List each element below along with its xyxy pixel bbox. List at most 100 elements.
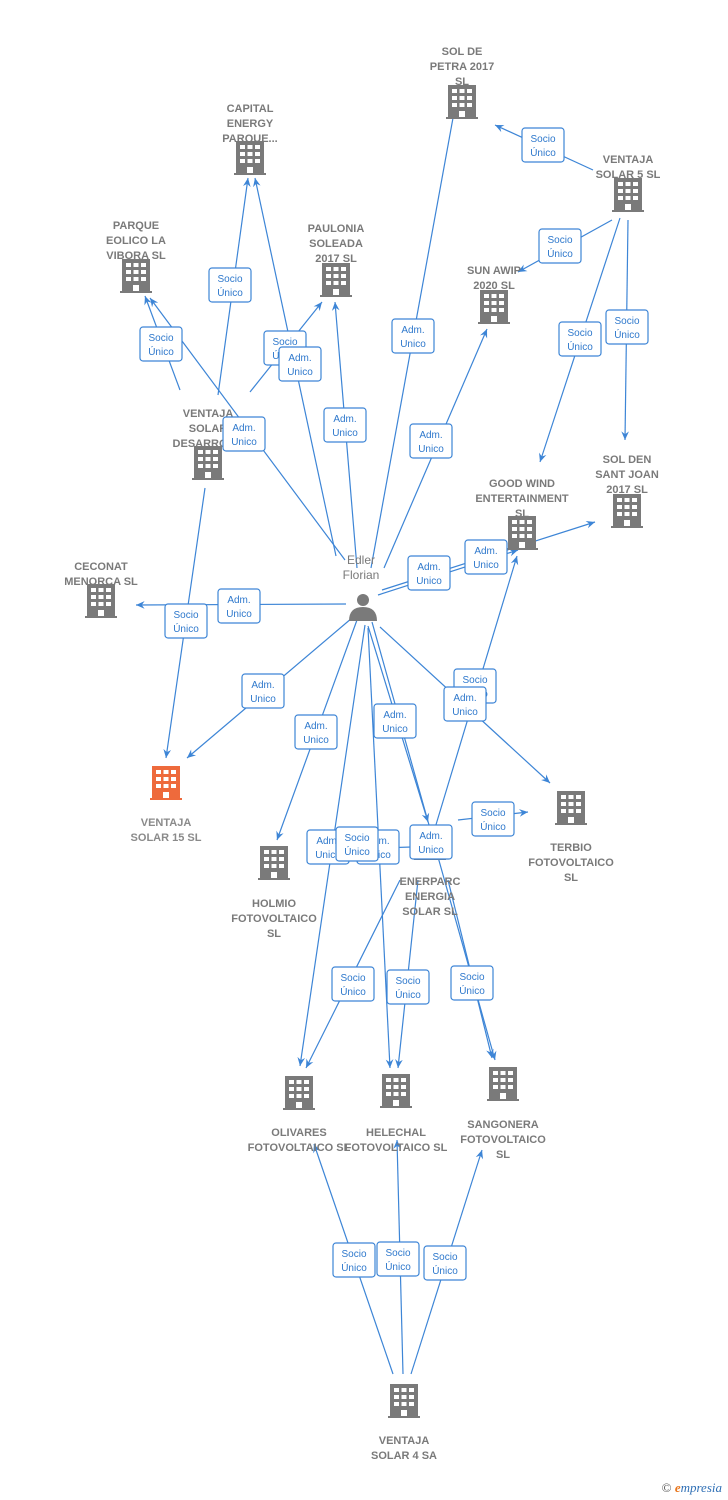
building-icon — [258, 846, 290, 880]
edge-label-text: Único — [340, 985, 366, 998]
edge-label-edler-solden[interactable]: Adm.Unico — [464, 539, 508, 575]
edge-label-box — [376, 1241, 420, 1277]
edge-label-box — [605, 309, 649, 345]
company-label: CAPITAL — [227, 103, 274, 115]
edge-label-text: Socio — [272, 337, 297, 348]
company-node-ventaja4[interactable]: VENTAJA SOLAR 4 SA — [371, 1384, 437, 1462]
company-node-ceconat[interactable]: CECONAT MENORCA SL — [64, 561, 138, 618]
edge-label-box — [407, 555, 451, 591]
edge-label-box — [164, 603, 208, 639]
edge-label-box — [139, 326, 183, 362]
company-node-capital[interactable]: CAPITALENERGYPARQUE... — [222, 103, 278, 175]
edge-label-edler-enerparc[interactable]: Adm. Unico — [373, 703, 417, 739]
edge-label-edler-parque[interactable]: Adm.Unico — [222, 416, 266, 452]
edge-label-edler-terbio[interactable]: Adm.Unico — [443, 686, 487, 722]
edge-label-box — [332, 1242, 376, 1278]
company-label: SOL DEN — [603, 454, 652, 466]
edge-label-text: Unico — [418, 444, 444, 455]
edge-label-text: Socio — [385, 1248, 410, 1259]
edge-label-text: Único — [395, 988, 421, 1001]
company-label: SL — [455, 76, 469, 88]
edge-label-text: Único — [480, 820, 506, 833]
company-label: OLIVARES — [271, 1127, 326, 1139]
edge-label-text: Socio — [395, 976, 420, 987]
edge-label-text: Adm. — [383, 710, 406, 721]
company-label: PETRA 2017 — [430, 61, 494, 73]
edge-label-box — [464, 539, 508, 575]
edge-label-edler-ceconat[interactable]: Adm.Unico — [217, 588, 261, 624]
edge-label-edler-solpetra[interactable]: Adm.Unico — [391, 318, 435, 354]
building-icon — [611, 494, 643, 528]
edge-label-edler-sunawip[interactable]: Adm. Unico — [409, 423, 453, 459]
edge-label-text: Unico — [400, 339, 426, 350]
edge-label-edler-enerparc2[interactable]: Adm. Unico — [409, 824, 453, 860]
edge-label-text: Único — [173, 622, 199, 635]
edge-label-text: Socio — [341, 1249, 366, 1260]
company-label: PARQUE — [113, 220, 159, 232]
edge-label-text: Único — [344, 845, 370, 858]
edge-label-text: Socio — [148, 333, 173, 344]
edge-label-text: Adm. — [419, 831, 442, 842]
company-label: HELECHAL — [366, 1127, 426, 1139]
company-label: VENTAJA — [379, 1435, 430, 1447]
building-icon — [150, 766, 182, 800]
brand-logo-text: mpresia — [680, 1480, 722, 1495]
company-label: SANGONERA — [467, 1119, 539, 1131]
edge-label-text: Adm. — [419, 430, 442, 441]
company-label: VENTAJA — [603, 154, 654, 166]
edge-label-edler-holmio[interactable]: Adm.Unico — [294, 714, 338, 750]
company-label: MENORCA SL — [64, 576, 138, 588]
company-label: VENTAJA — [141, 817, 192, 829]
edge-label-text: Socio — [462, 675, 487, 686]
edge-label-text: Unico — [418, 845, 444, 856]
edge-label-edler-paulonia[interactable]: Adm.Unico — [323, 407, 367, 443]
edge-label-edler-ventaja15[interactable]: Adm.Unico — [241, 673, 285, 709]
edge-label-text: Socio — [614, 316, 639, 327]
company-label: SOLAR 4 SA — [371, 1450, 437, 1462]
edge-label-box — [450, 965, 494, 1001]
company-label: PAULONIA — [308, 223, 365, 235]
edge-label-edler-paulonia2[interactable]: Adm.Unico — [278, 346, 322, 382]
edge-label-text: Socio — [530, 134, 555, 145]
company-label: ENERGY — [227, 118, 274, 130]
building-icon — [506, 516, 538, 550]
edge-label-text: Único — [148, 345, 174, 358]
company-label: CECONAT — [74, 561, 128, 573]
edge-label-edler-goodwind[interactable]: Adm.Unico — [407, 555, 451, 591]
edge-label-text: Unico — [303, 735, 329, 746]
edge-label-text: Socio — [173, 610, 198, 621]
edge-label-text: Unico — [382, 724, 408, 735]
